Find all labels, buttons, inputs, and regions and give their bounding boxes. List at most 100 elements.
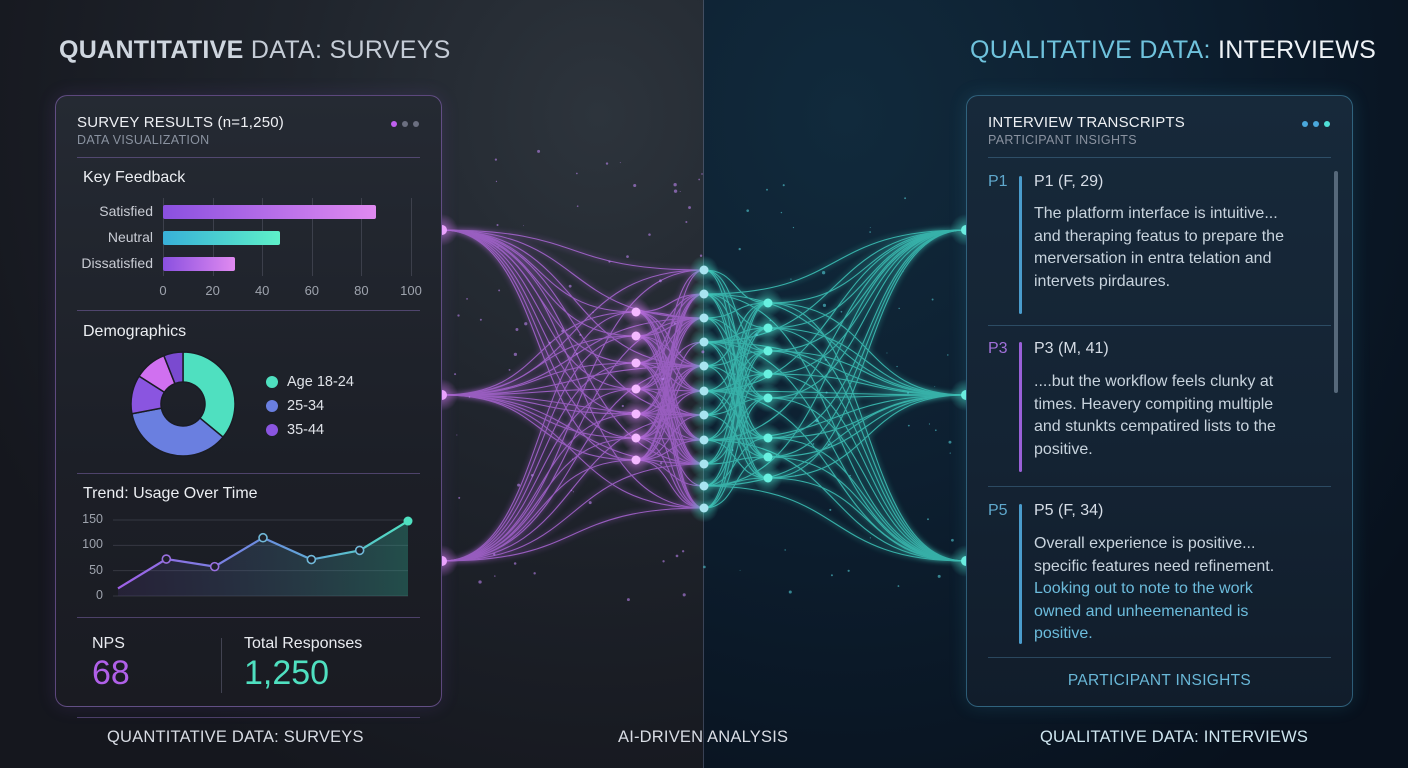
bar-label: Dissatisfied — [81, 255, 153, 271]
network-node — [631, 433, 641, 443]
demographics-legend: Age 18-24 25-34 35-44 — [266, 370, 354, 442]
network-node — [763, 323, 773, 333]
data-point — [161, 554, 172, 564]
gridline — [311, 198, 313, 276]
survey-results-panel: SURVEY RESULTS (n=1,250) DATA VISUALIZAT… — [55, 95, 442, 718]
donut-segment — [162, 351, 184, 385]
data-point — [403, 516, 413, 526]
caption-qualitative: QUALITATIVE DATA: INTERVIEWS — [1040, 728, 1309, 746]
participant-quote: The platform interface is intuitive... a… — [1034, 205, 1284, 290]
network-node — [763, 298, 773, 308]
caption-ai-analysis: AI-DRIVEN ANALYSIS — [618, 728, 789, 746]
network-node — [699, 337, 709, 347]
legend-item: Age 18-24 — [266, 370, 354, 394]
network-node — [699, 481, 709, 491]
bar-neutral — [163, 231, 280, 245]
participant-insights-link[interactable]: PARTICIPANT INSIGHTS — [1067, 672, 1252, 689]
network-node — [631, 358, 641, 368]
divider — [77, 617, 420, 618]
heading-qualitative: QUALITATIVE DATA: INTERVIEWS — [970, 36, 1377, 64]
data-point — [209, 561, 220, 572]
participant-tag: P1 — [988, 173, 1008, 190]
network-node — [763, 473, 773, 483]
participant-tag: P5 — [988, 502, 1008, 519]
network-node — [699, 386, 709, 396]
more-dots-icon[interactable] — [391, 121, 419, 127]
kpi-separator — [221, 638, 222, 693]
divider — [988, 486, 1331, 487]
panel-subtitle: DATA VISUALIZATION — [77, 133, 210, 147]
divider — [77, 473, 420, 474]
x-tick-label: 100 — [400, 283, 422, 298]
quote-bar — [1019, 342, 1022, 472]
caption-quantitative: QUANTITATIVE DATA: SURVEYS — [107, 728, 364, 746]
network-node — [699, 265, 709, 275]
interview-transcripts-panel: INTERVIEW TRANSCRIPTS PARTICIPANT INSIGH… — [966, 95, 1353, 707]
x-tick-label: 40 — [254, 283, 270, 298]
legend-item: 25-34 — [266, 394, 354, 418]
network-node — [631, 455, 641, 465]
transcript-scrollbar[interactable] — [1334, 171, 1338, 393]
network-node — [763, 393, 773, 403]
more-dots-icon[interactable] — [1302, 121, 1330, 127]
data-point — [258, 532, 268, 543]
y-tick-label: 100 — [82, 537, 103, 552]
bar-label: Satisfied — [99, 203, 153, 219]
participant-quote: Overall experience is positive... specif… — [1034, 535, 1275, 642]
divider — [77, 310, 420, 311]
quote-bar — [1019, 504, 1022, 644]
bar-dissatisfied — [163, 257, 235, 271]
network-node — [699, 313, 709, 323]
donut-segment — [131, 407, 225, 457]
bar-label: Neutral — [107, 229, 153, 245]
divider — [77, 717, 420, 718]
total-responses-value: 1,250 — [244, 654, 330, 692]
network-node — [699, 503, 709, 513]
total-responses-label: Total Responses — [244, 635, 363, 652]
network-node — [699, 289, 709, 299]
divider — [988, 657, 1331, 658]
divider — [77, 157, 420, 158]
gridline — [361, 198, 363, 276]
network-node — [631, 409, 641, 419]
key-feedback-bar-chart — [163, 198, 412, 276]
participant-header: P3 (M, 41) — [1034, 340, 1109, 357]
bar-satisfied — [163, 205, 377, 219]
panel-subtitle: PARTICIPANT INSIGHTS — [988, 133, 1137, 147]
demographics-title: Demographics — [83, 323, 187, 340]
network-node — [699, 410, 709, 420]
nps-label: NPS — [92, 635, 125, 652]
data-point — [354, 545, 365, 556]
network-node — [631, 331, 641, 341]
legend-dot-icon — [266, 400, 278, 412]
x-tick-label: 20 — [205, 283, 220, 298]
network-node — [631, 307, 641, 317]
network-node — [631, 384, 641, 394]
participant-quote: ....but the workflow feels clunky at tim… — [1034, 373, 1276, 458]
y-tick-label: 150 — [82, 512, 103, 526]
key-feedback-title: Key Feedback — [83, 169, 186, 186]
donut-segment — [182, 351, 236, 439]
data-point — [306, 554, 317, 565]
network-node — [699, 459, 709, 469]
network-node — [763, 452, 773, 462]
legend-dot-icon — [266, 376, 278, 388]
demographics-donut-chart — [130, 351, 236, 457]
participant-tag: P3 — [988, 340, 1008, 357]
participant-header: P1 (F, 29) — [1034, 173, 1104, 190]
network-node — [763, 369, 773, 379]
x-tick-label: 60 — [304, 283, 320, 298]
panel-title: INTERVIEW TRANSCRIPTS — [988, 114, 1186, 131]
participant-header: P5 (F, 34) — [1034, 502, 1104, 519]
legend-dot-icon — [266, 424, 278, 436]
nps-value: 68 — [92, 654, 130, 692]
divider — [988, 157, 1331, 158]
divider — [988, 325, 1331, 326]
trend-title: Trend: Usage Over Time — [83, 485, 258, 502]
usage-trend-line-chart — [113, 516, 413, 597]
network-node — [699, 361, 709, 371]
y-tick-label: 0 — [96, 588, 103, 602]
x-tick-label: 80 — [354, 283, 369, 298]
x-tick-label: 0 — [159, 283, 167, 298]
quote-bar — [1019, 176, 1022, 314]
